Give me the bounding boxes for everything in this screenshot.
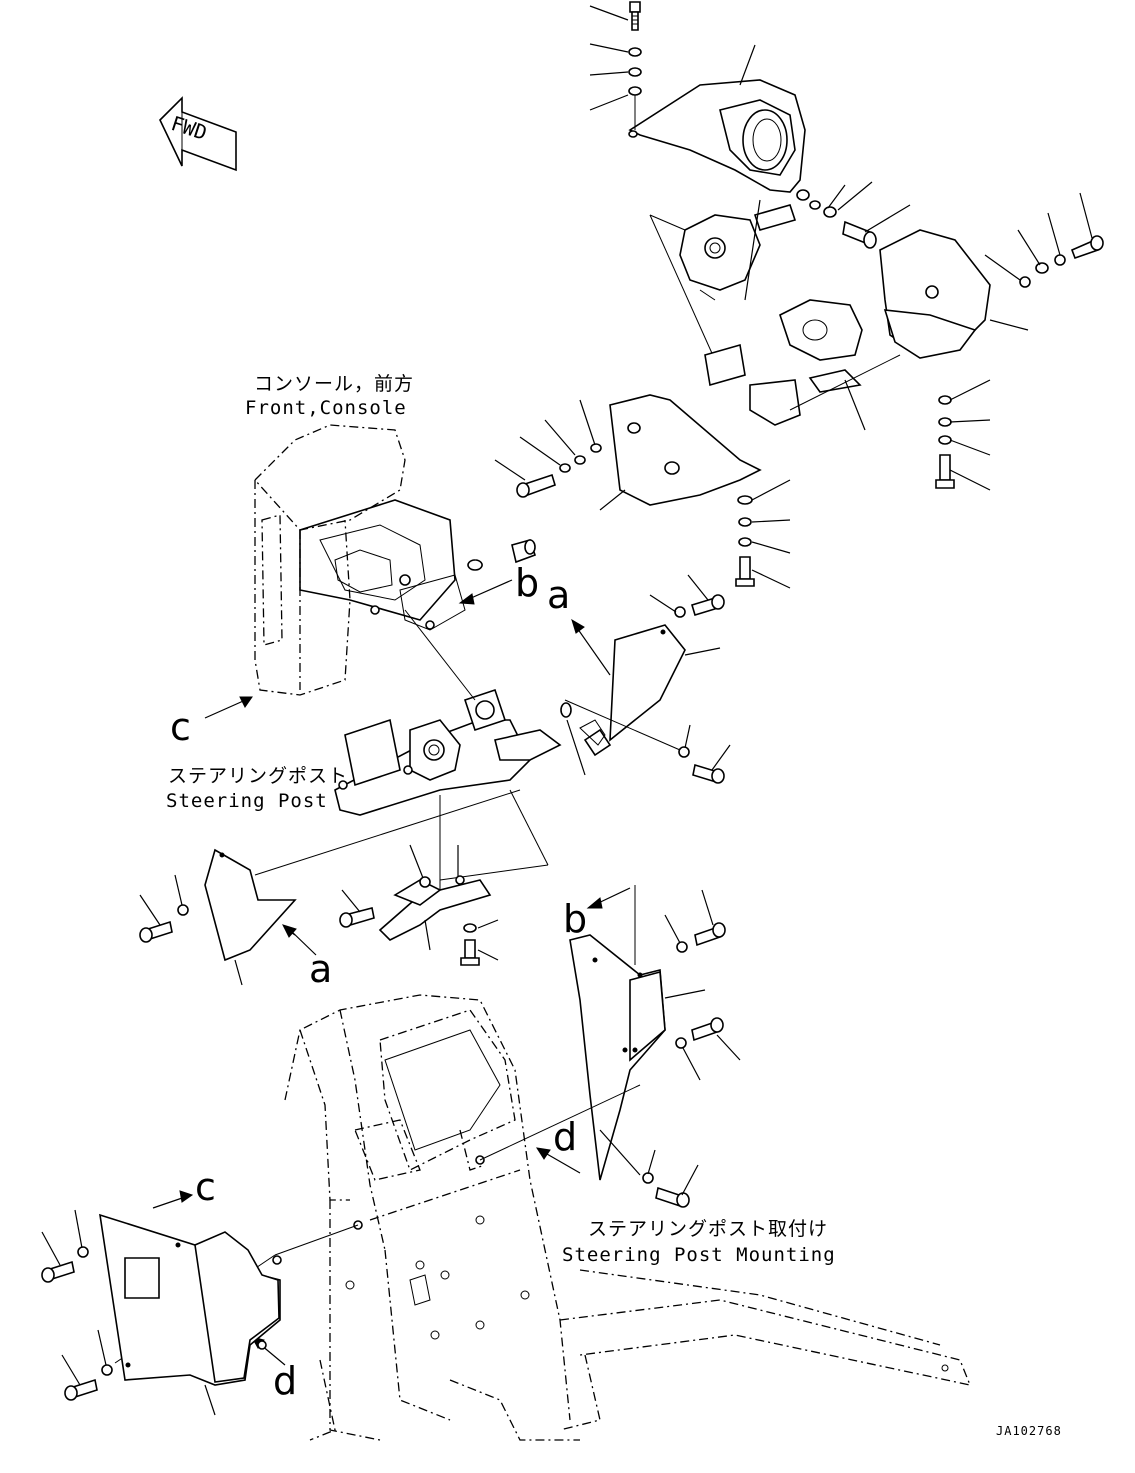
right-column-cover xyxy=(780,230,1028,360)
floor-frame-outline xyxy=(115,995,970,1440)
callout-a-bottom: a xyxy=(309,947,333,991)
top-fastener-stack xyxy=(590,2,641,130)
combination-switch xyxy=(650,200,795,360)
steering-post-mounting-label-en: Steering Post Mounting xyxy=(562,1244,836,1266)
steering-post-label-jp: ステアリングポスト xyxy=(168,765,349,787)
side-panel-b xyxy=(570,885,740,1207)
fwd-arrow-icon xyxy=(160,98,236,170)
steering-post-mounting-label-jp: ステアリングポスト取付け xyxy=(588,1218,829,1240)
drawing-code: JA102768 xyxy=(996,1424,1062,1438)
callout-c-top: c xyxy=(170,705,191,749)
cover-plate-a-right xyxy=(565,575,730,783)
steering-post-label-en: Steering Post xyxy=(166,790,328,812)
front-console-label-en: Front,Console xyxy=(245,397,407,419)
callout-a-top: a xyxy=(547,573,571,617)
callout-d-top: d xyxy=(553,1115,578,1159)
callout-b-top: b xyxy=(515,561,540,605)
lower-left-cover xyxy=(42,1210,281,1415)
center-column-cover xyxy=(600,345,900,510)
right-fastener-set xyxy=(797,182,1103,490)
cover-plate-a-left xyxy=(140,850,295,985)
center-bracket xyxy=(340,845,498,965)
callout-d-bottom: d xyxy=(273,1359,298,1403)
front-console-outline xyxy=(255,425,535,695)
front-console-label-jp: コンソール，前方 xyxy=(254,373,415,395)
callout-b-bottom: b xyxy=(563,897,588,941)
center-fastener-set xyxy=(495,400,790,588)
steering-post-assembly xyxy=(255,610,585,905)
upper-column-cover xyxy=(629,45,805,192)
callout-c-bottom: c xyxy=(195,1165,216,1209)
